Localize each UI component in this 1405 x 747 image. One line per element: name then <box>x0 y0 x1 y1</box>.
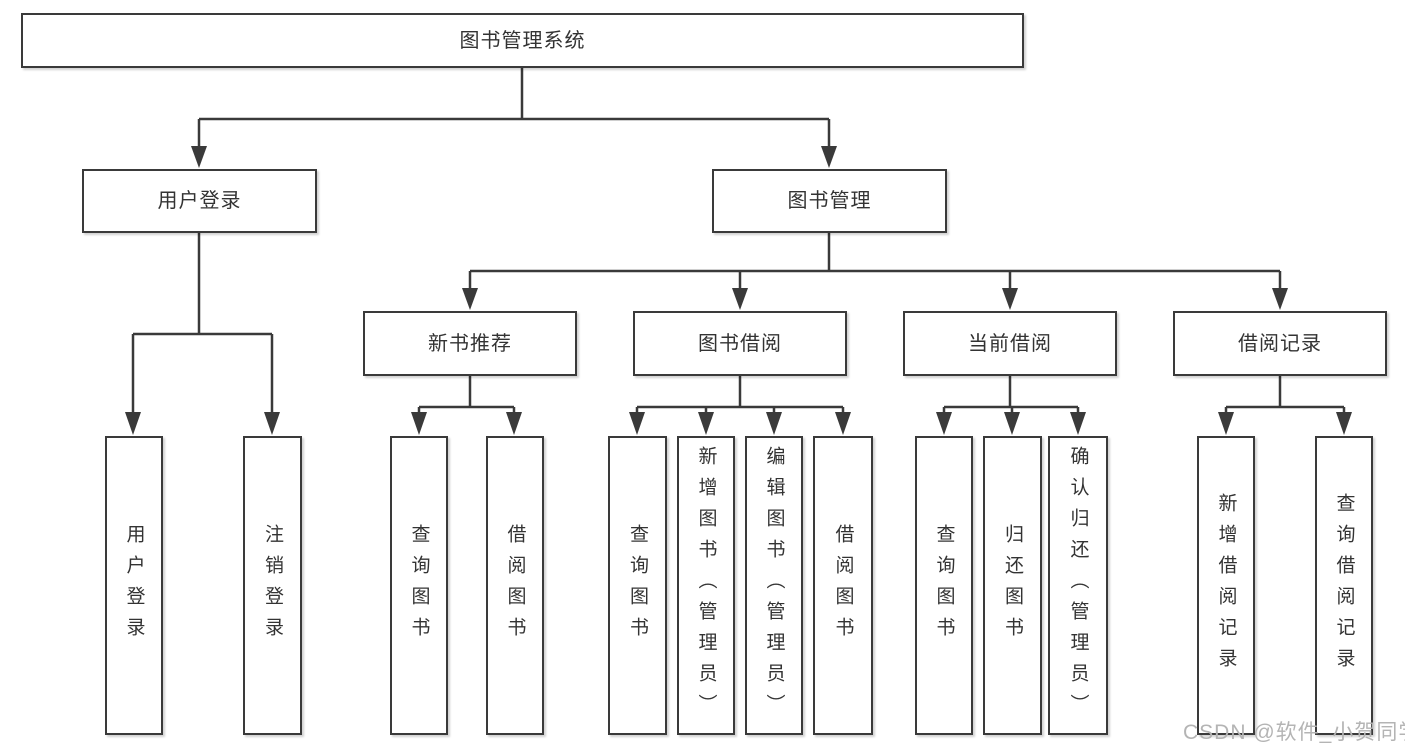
leaf-confirm-return-admin: 确认归还（管理员） <box>1048 436 1108 735</box>
node-root-label: 图书管理系统 <box>459 29 586 52</box>
connector-recommend-to-leaves <box>417 376 516 416</box>
node-borrow-records: 借阅记录 <box>1173 311 1387 376</box>
csdn-watermark: CSDN @软件_小贺同学 <box>1183 721 1405 744</box>
node-new-book-recommend: 新书推荐 <box>363 311 577 376</box>
leaf-add-borrow-record: 新增借阅记录 <box>1197 436 1255 735</box>
node-book-borrow-label: 图书借阅 <box>698 332 782 355</box>
leaf-label: 新增借阅记录 <box>1215 492 1237 679</box>
node-current-borrow: 当前借阅 <box>903 311 1117 376</box>
leaf-user-login: 用户登录 <box>105 436 163 735</box>
node-user-login: 用户登录 <box>82 169 317 233</box>
connector-userlogin-to-leaves <box>131 233 274 416</box>
leaf-label: 用户登录 <box>123 523 145 648</box>
leaf-label: 归还图书 <box>1002 523 1023 648</box>
leaf-add-book-admin: 新增图书（管理员） <box>677 436 735 735</box>
leaf-label: 查询借阅记录 <box>1333 492 1355 679</box>
leaf-label: 借阅图书 <box>504 523 526 648</box>
node-book-management-label: 图书管理 <box>787 190 872 212</box>
node-new-book-recommend-label: 新书推荐 <box>428 332 512 355</box>
leaf-label: 编辑图书（管理员） <box>763 446 785 725</box>
leaf-label: 查询图书 <box>408 523 430 648</box>
connector-records-to-leaves <box>1224 376 1346 416</box>
leaf-borrow-books: 借阅图书 <box>813 436 873 735</box>
arrowheads <box>125 146 1352 435</box>
node-borrow-records-label: 借阅记录 <box>1238 332 1322 355</box>
leaf-query-books-recommend: 查询图书 <box>390 436 448 735</box>
node-current-borrow-label: 当前借阅 <box>968 332 1052 355</box>
node-root: 图书管理系统 <box>21 13 1024 68</box>
leaf-logout: 注销登录 <box>243 436 302 735</box>
leaf-edit-book-admin: 编辑图书（管理员） <box>745 436 803 735</box>
leaf-return-book: 归还图书 <box>983 436 1042 735</box>
node-book-borrow: 图书借阅 <box>633 311 847 376</box>
leaf-label: 注销登录 <box>262 523 283 648</box>
leaf-label: 查询图书 <box>627 523 648 648</box>
leaf-query-books-current: 查询图书 <box>915 436 973 735</box>
leaf-label: 确认归还（管理员） <box>1067 446 1089 725</box>
leaf-query-books-borrow: 查询图书 <box>608 436 667 735</box>
node-user-login-label: 用户登录 <box>157 190 242 212</box>
connector-bookmgmt-to-level3 <box>468 233 1282 291</box>
leaf-query-borrow-record: 查询借阅记录 <box>1315 436 1373 735</box>
node-book-management: 图书管理 <box>712 169 947 233</box>
connector-borrow-to-leaves <box>635 376 845 416</box>
connector-root-to-level2 <box>197 68 831 150</box>
leaf-label: 借阅图书 <box>832 523 854 648</box>
connector-current-to-leaves <box>942 376 1080 416</box>
leaf-label: 新增图书（管理员） <box>695 446 717 725</box>
leaf-borrow-books-recommend: 借阅图书 <box>486 436 544 735</box>
leaf-label: 查询图书 <box>933 523 955 648</box>
